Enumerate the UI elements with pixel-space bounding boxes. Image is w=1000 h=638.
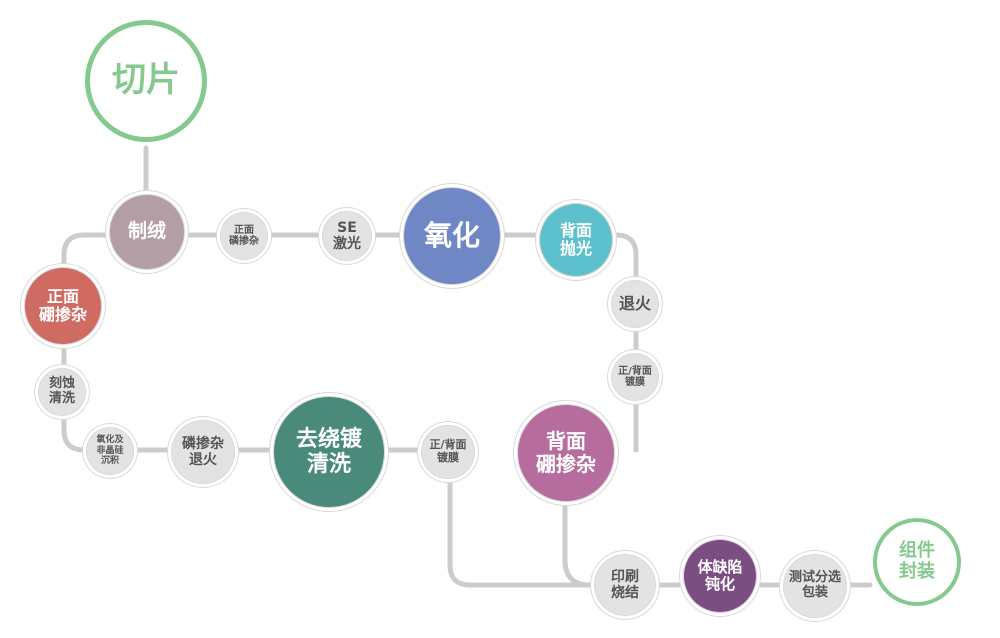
keshi-qingxi-label: 刻蚀 清洗 (48, 376, 75, 406)
yanghua-feijinggui-label: 氧化及 非晶硅 沉积 (96, 435, 124, 467)
zhengbei-dumo-right-label: 正/背面 镀膜 (618, 365, 652, 389)
se-jiguang-label: SE 激光 (333, 219, 361, 252)
node-zhengbei-dumo-bottom: 正/背面 镀膜 (422, 426, 474, 478)
ceshi-baozhuang-label: 测试分选 包装 (788, 570, 841, 600)
tuihuo-label: 退火 (618, 293, 651, 313)
node-yinshua-shaojie: 印刷 烧结 (595, 555, 655, 615)
node-linshanza-tuihuo: 磷掺杂 退火 (172, 421, 234, 483)
node-tiquexian-dunhua: 体缺陷 钝化 (684, 540, 756, 612)
zhengmian-linshanza-label: 正面 磷掺杂 (229, 224, 259, 248)
node-ceshi-baozhuang: 测试分选 包装 (784, 555, 846, 617)
node-zhengbei-dumo-right: 正/背面 镀膜 (612, 354, 658, 400)
node-qurao-qingxi: 去绕镀 清洗 (274, 397, 384, 507)
zhirong-label: 制绒 (127, 220, 166, 243)
node-beimian-pengshanza: 背面 硼掺杂 (518, 405, 614, 501)
yinshua-shaojie-label: 印刷 烧结 (611, 568, 639, 601)
node-tuihuo: 退火 (612, 281, 658, 327)
node-se-jiguang: SE 激光 (323, 212, 371, 260)
end-node-zujian-fengzhuang: 组件 封装 (873, 518, 961, 606)
node-beimian-paoguang: 背面 抛光 (540, 204, 612, 276)
qurao-qingxi-label: 去绕镀 清洗 (295, 426, 362, 477)
beimian-pengshanza-label: 背面 硼掺杂 (536, 429, 596, 476)
beimian-paoguang-label: 背面 抛光 (559, 220, 592, 258)
qiepian-label: 切片 (112, 60, 180, 101)
node-zhengmian-linshanza: 正面 磷掺杂 (221, 213, 267, 259)
node-yanghua: 氧化 (404, 188, 500, 284)
zhengmian-pengshanza-label: 正面 硼掺杂 (38, 286, 87, 324)
yanghua-label: 氧化 (423, 218, 480, 252)
node-zhengmian-pengshanza: 正面 硼掺杂 (25, 268, 101, 344)
node-keshi-qingxi: 刻蚀 清洗 (39, 369, 85, 415)
linshanza-tuihuo-label: 磷掺杂 退火 (182, 435, 224, 468)
zujian-fengzhuang-label: 组件 封装 (899, 540, 935, 582)
start-node-qiepian: 切片 (85, 20, 207, 142)
tiquexian-dunhua-label: 体缺陷 钝化 (697, 557, 743, 593)
node-zhirong: 制绒 (110, 195, 184, 269)
node-yanghua-feijinggui: 氧化及 非晶硅 沉积 (87, 428, 133, 474)
zhengbei-dumo-bottom-label: 正/背面 镀膜 (429, 438, 467, 464)
